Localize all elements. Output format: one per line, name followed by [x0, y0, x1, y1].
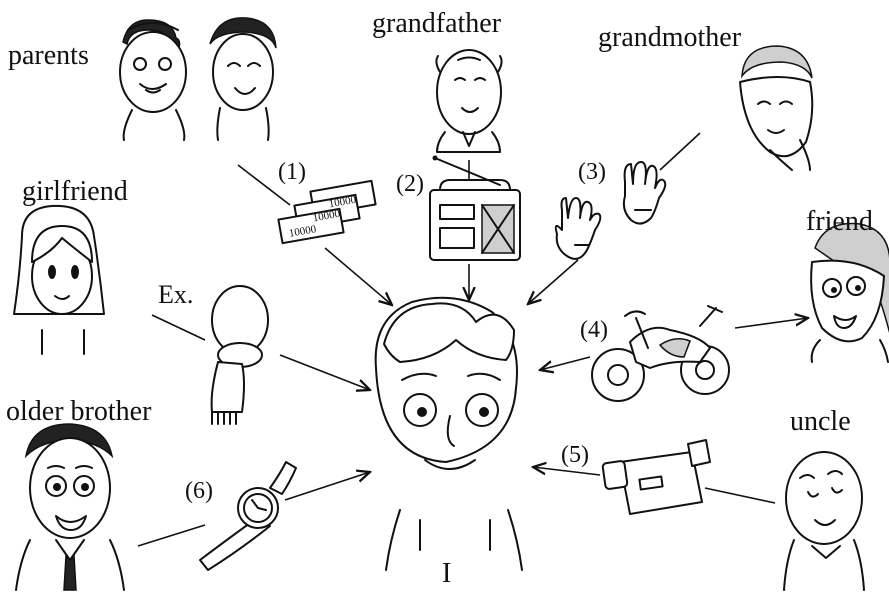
gloves-to-me-arrow: [528, 259, 579, 304]
gift-number-6: (6): [185, 478, 213, 504]
label-uncle: uncle: [790, 406, 851, 437]
me-illustration: [374, 296, 523, 571]
scarf-gift: [210, 285, 269, 425]
gift-number-5: (5): [561, 442, 589, 468]
watch-to-me-arrow: [284, 472, 370, 501]
friend-illustration: [810, 222, 889, 363]
gift-number-2: (2): [396, 171, 424, 197]
ticket-1: 10000: [328, 194, 358, 211]
camera-to-me-arrow: [533, 467, 601, 476]
ticket-3: 10000: [288, 223, 318, 240]
girlfriend-illustration: [13, 204, 105, 355]
label-grandmother: grandmother: [598, 22, 742, 53]
gift-number-1: (1): [278, 159, 306, 185]
motorcycle-to-me-arrow: [540, 356, 591, 370]
watch-gift: [199, 461, 297, 571]
parents-to-money-line: [237, 164, 291, 206]
brother-to-watch-line: [137, 524, 206, 547]
label-grandfather: grandfather: [372, 8, 502, 39]
uncle-to-camera-line: [704, 487, 776, 504]
uncle-illustration: [783, 451, 865, 591]
label-parents: parents: [8, 40, 89, 71]
money-to-me-arrow: [324, 247, 392, 305]
older-brother-illustration: [15, 423, 125, 591]
gift-number-3: (3): [578, 159, 606, 185]
label-girlfriend: girlfriend: [22, 176, 128, 207]
motorcycle-gift: [591, 305, 730, 402]
parents-illustration: [119, 17, 277, 141]
grandmother-to-gloves-line: [659, 132, 701, 171]
ticket-2: 10000: [312, 208, 342, 225]
grandfather-illustration: [435, 49, 503, 153]
radio-gift: [429, 155, 521, 261]
gloves-gift: [554, 161, 667, 260]
label-older-brother: older brother: [6, 396, 152, 427]
label-me: I: [442, 558, 452, 589]
grandmother-illustration: [739, 45, 814, 171]
gift-example-label: Ex.: [158, 280, 194, 309]
video-camera-gift: [601, 439, 711, 515]
scarf-to-me-arrow: [279, 354, 370, 390]
girlfriend-to-scarf-line: [151, 314, 206, 341]
gift-number-4: (4): [580, 317, 608, 343]
me-to-friend-arrow: [734, 318, 808, 329]
label-friend: friend: [806, 206, 873, 237]
money-gift: 10000 10000 10000: [277, 179, 377, 245]
